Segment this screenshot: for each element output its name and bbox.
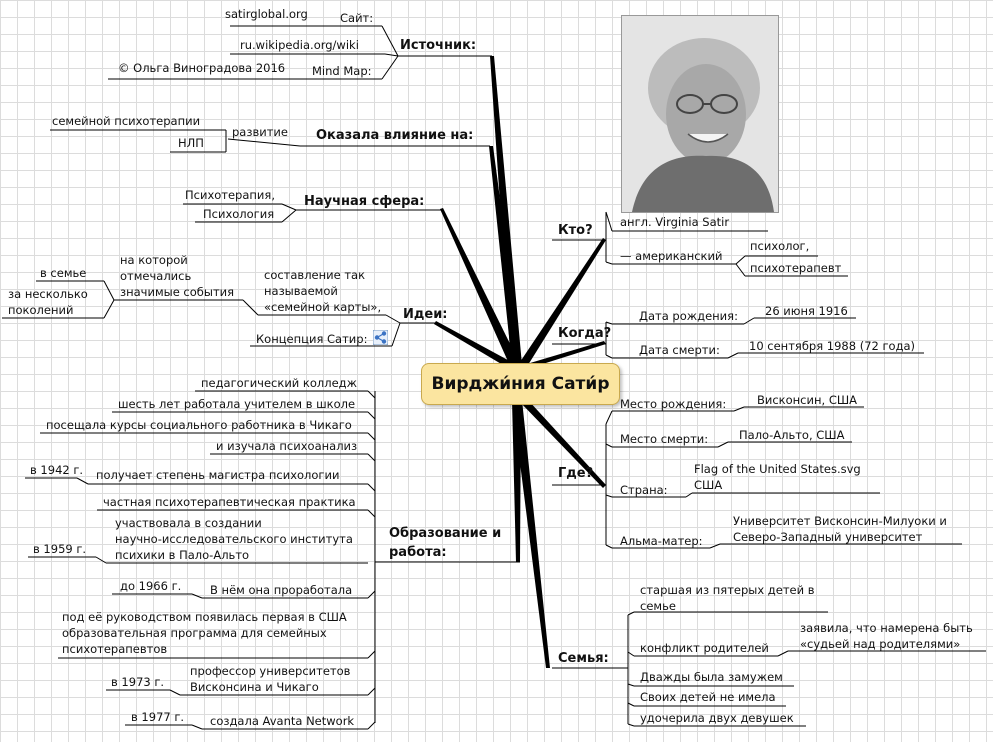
family-declared-line-2[interactable]: «судьей над родителями»: [800, 637, 961, 651]
ideas-map-line-1[interactable]: составление так: [264, 268, 366, 282]
spoke-ideas: [434, 321, 519, 368]
ideas-events-line-1[interactable]: на которой: [120, 253, 188, 267]
where-alma-label[interactable]: Альма-матер:: [620, 534, 703, 548]
source-site-label[interactable]: Сайт:: [340, 11, 374, 25]
where-alma-line-1[interactable]: Университет Висконсин-Милуоки и: [733, 514, 947, 528]
spoke-influence: [489, 146, 522, 365]
where-alma-line-2[interactable]: Северо-Западный университет: [733, 530, 923, 544]
family-conflict[interactable]: конфликт родителей: [640, 641, 769, 655]
spoke-who: [518, 238, 606, 365]
family-no-children[interactable]: Своих детей не имела: [640, 690, 776, 704]
ideas-events-line-2[interactable]: отмечались: [120, 269, 192, 283]
spoke-source: [490, 56, 522, 365]
portrait-silhouette-icon: [622, 16, 778, 212]
ideas-family-label[interactable]: в семье: [40, 266, 87, 280]
science-item-psychology[interactable]: Психология: [203, 207, 275, 221]
topic-education-line-2[interactable]: работа:: [389, 545, 447, 560]
edu-program-line-3[interactable]: психотерапевтов: [62, 642, 168, 656]
ideas-events-line-3[interactable]: значимые события: [120, 285, 235, 299]
influence-item-nlp[interactable]: НЛП: [178, 136, 204, 150]
edu-institute-line-1[interactable]: участвовала в создании: [115, 516, 262, 530]
when-birth-label[interactable]: Дата рождения:: [639, 309, 738, 323]
where-birthplace-value[interactable]: Висконсин, США: [757, 393, 858, 407]
share-link-icon[interactable]: [372, 329, 389, 346]
spoke-family: [512, 400, 550, 668]
edu-institute-line-3[interactable]: психики в Пало-Альто: [115, 548, 250, 562]
who-profession-psychologist[interactable]: психолог,: [750, 239, 810, 253]
topic-where[interactable]: Где?: [558, 466, 594, 481]
who-american[interactable]: — американский: [620, 249, 723, 263]
edu-practice[interactable]: частная психотерапевтическая практика: [103, 495, 356, 509]
edu-professor-line-1[interactable]: профессор университетов: [190, 664, 351, 678]
influence-item-family-therapy[interactable]: семейной психотерапии: [52, 114, 201, 128]
central-topic[interactable]: Вирджи́ния Сати́р: [421, 363, 620, 405]
who-profession-psychotherapist[interactable]: психотерапевт: [750, 261, 842, 275]
when-death-value[interactable]: 10 сентября 1988 (72 года): [749, 339, 916, 353]
edu-professor-line-2[interactable]: Висконсина и Чикаго: [190, 680, 319, 694]
edu-date-1977[interactable]: в 1977 г.: [131, 710, 185, 724]
edu-date-1973[interactable]: в 1973 г.: [111, 675, 165, 689]
edu-psychoanalysis[interactable]: и изучала психоанализ: [216, 439, 358, 453]
family-married[interactable]: Дважды была замужем: [640, 670, 783, 684]
topic-when[interactable]: Когда?: [558, 326, 612, 341]
ideas-generations-line-1[interactable]: за несколько: [8, 287, 88, 301]
family-declared-line-1[interactable]: заявила, что намерена быть: [800, 621, 973, 635]
edu-teacher[interactable]: шесть лет работала учителем в школе: [118, 397, 356, 411]
influence-dev-label[interactable]: развитие: [232, 125, 288, 139]
edu-program-line-2[interactable]: образовательная программа для семейных: [62, 626, 327, 640]
science-item-psychotherapy[interactable]: Психотерапия,: [185, 188, 275, 202]
ideas-map-line-3[interactable]: «семейной карты»,: [264, 300, 382, 314]
when-birth-value[interactable]: 26 июня 1916: [765, 304, 848, 318]
edu-worked[interactable]: В нём она проработала: [210, 583, 353, 597]
portrait-photo: [621, 15, 779, 213]
where-country-value[interactable]: США: [694, 478, 723, 492]
source-site-value[interactable]: satirglobal.org: [225, 7, 308, 21]
spoke-where: [518, 400, 606, 488]
source-mindmap-label[interactable]: Mind Map:: [312, 64, 372, 78]
edu-courses[interactable]: посещала курсы социального работника в Ч…: [46, 418, 352, 432]
edu-institute-line-2[interactable]: научно-исследовательского института: [115, 532, 353, 546]
when-death-label[interactable]: Дата смерти:: [639, 343, 720, 357]
who-english-name[interactable]: англ. Virginia Satir: [620, 215, 730, 229]
where-birthplace-label[interactable]: Место рождения:: [620, 397, 727, 411]
edu-college[interactable]: педагогический колледж: [201, 376, 357, 390]
source-mindmap-value[interactable]: © Ольга Виноградова 2016: [118, 61, 286, 75]
edu-master[interactable]: получает степень магистра психологии: [96, 468, 340, 482]
family-adopted[interactable]: удочерила двух девушек: [640, 711, 794, 725]
ideas-generations-line-2[interactable]: поколений: [8, 303, 74, 317]
edu-date-1966[interactable]: до 1966 г.: [120, 579, 182, 593]
edu-program-line-1[interactable]: под её руководством появилась первая в С…: [62, 610, 347, 624]
where-country-label[interactable]: Страна:: [620, 483, 668, 497]
ideas-map-line-2[interactable]: называемой: [264, 284, 338, 298]
topic-ideas[interactable]: Идеи:: [403, 307, 448, 322]
where-deathplace-value[interactable]: Пало-Альто, США: [739, 428, 845, 442]
edu-avanta[interactable]: создала Avanta Network: [210, 714, 355, 728]
topic-who[interactable]: Кто?: [558, 223, 593, 238]
source-wiki-value[interactable]: ru.wikipedia.org/wiki: [240, 38, 359, 52]
family-eldest-line-1[interactable]: старшая из пятерых детей в: [640, 583, 815, 597]
ideas-concept-label[interactable]: Концепция Сатир:: [256, 332, 368, 346]
topic-science[interactable]: Научная сфера:: [304, 194, 425, 209]
topic-education-line-1[interactable]: Образование и: [389, 526, 502, 541]
where-deathplace-label[interactable]: Место смерти:: [620, 432, 709, 446]
where-country-flag[interactable]: Flag of the United States.svg: [694, 462, 861, 476]
spoke-science: [440, 208, 521, 366]
edu-date-1942[interactable]: в 1942 г.: [30, 463, 84, 477]
edu-date-1959[interactable]: в 1959 г.: [33, 542, 87, 556]
topic-family[interactable]: Семья:: [558, 651, 609, 666]
topic-source[interactable]: Источник:: [400, 38, 477, 53]
family-eldest-line-2[interactable]: семье: [640, 599, 676, 613]
spoke-when: [520, 341, 606, 368]
topic-influence[interactable]: Оказала влияние на:: [316, 128, 474, 143]
